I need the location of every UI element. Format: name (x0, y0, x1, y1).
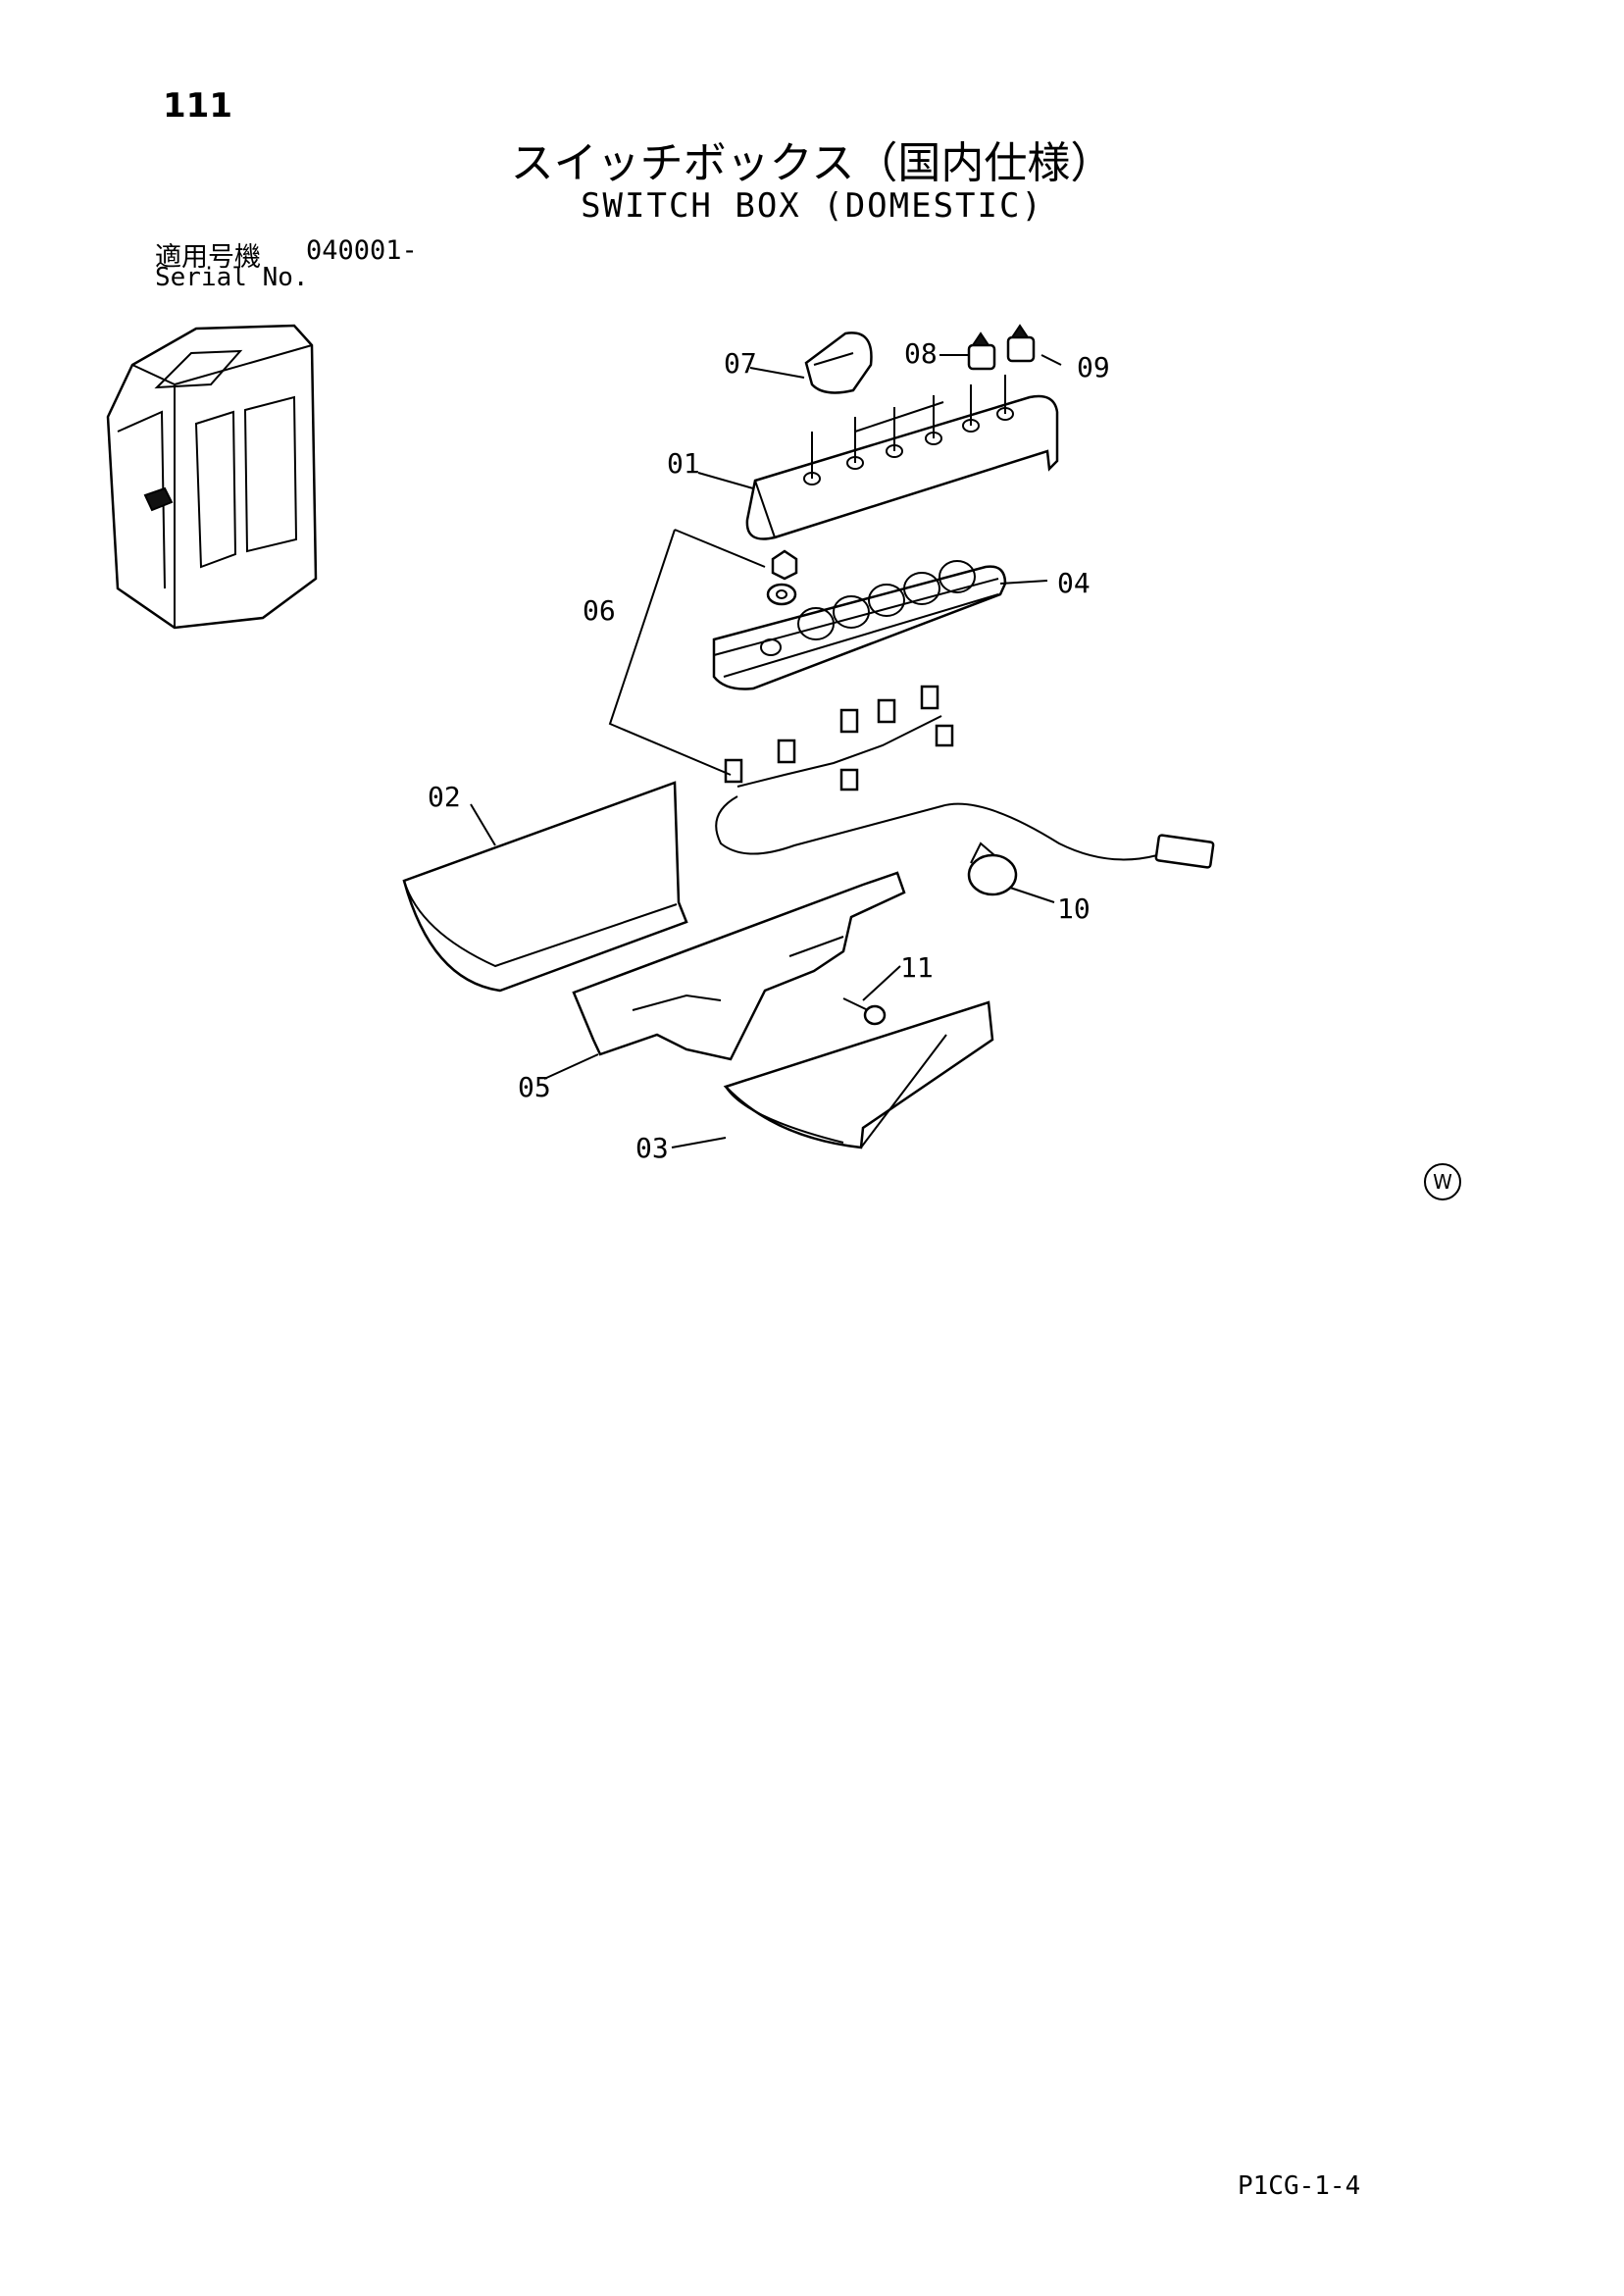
serial-label-japanese: 適用号機 (155, 242, 261, 273)
diagram-code: P1CG-1-4 (1238, 2171, 1361, 2201)
part-08-rotary-knob (967, 332, 996, 371)
callout-10: 10 (1057, 893, 1091, 925)
wire-harness (715, 685, 1215, 869)
callout-04: 04 (1057, 567, 1091, 599)
part-05-bracket-plate (572, 871, 906, 1061)
part-11-screw (842, 997, 887, 1026)
page-number: 111 (163, 86, 232, 126)
serial-label-english: Serial No. (155, 263, 309, 292)
callout-01: 01 (667, 447, 700, 480)
callout-06: 06 (583, 594, 616, 627)
title-english: SWITCH BOX (DOMESTIC) (581, 186, 1043, 226)
part-09-rotary-knob (1006, 324, 1036, 363)
callout-05: 05 (518, 1071, 551, 1103)
cab-thumbnail (106, 324, 318, 630)
part-10-clamp (967, 842, 1018, 896)
watermark-circle-w: W (1424, 1163, 1461, 1200)
callout-02: 02 (428, 781, 461, 813)
callout-09: 09 (1077, 351, 1110, 383)
callout-11: 11 (900, 951, 934, 984)
callout-08: 08 (904, 337, 938, 370)
serial-value: 040001- (306, 235, 418, 266)
title-japanese: スイッチボックス（国内仕様） (510, 138, 1114, 188)
callout-03: 03 (635, 1132, 669, 1164)
callout-07: 07 (724, 347, 757, 380)
part-02-front-shell (402, 781, 688, 993)
part-07-knob (804, 332, 873, 394)
part-03-lower-shell (723, 1000, 994, 1149)
part-04-switch-panel (712, 560, 1007, 690)
part-06-nut-washer (766, 549, 798, 606)
leader-lines (470, 354, 1062, 1148)
part-01-upper-cover (745, 375, 1059, 540)
